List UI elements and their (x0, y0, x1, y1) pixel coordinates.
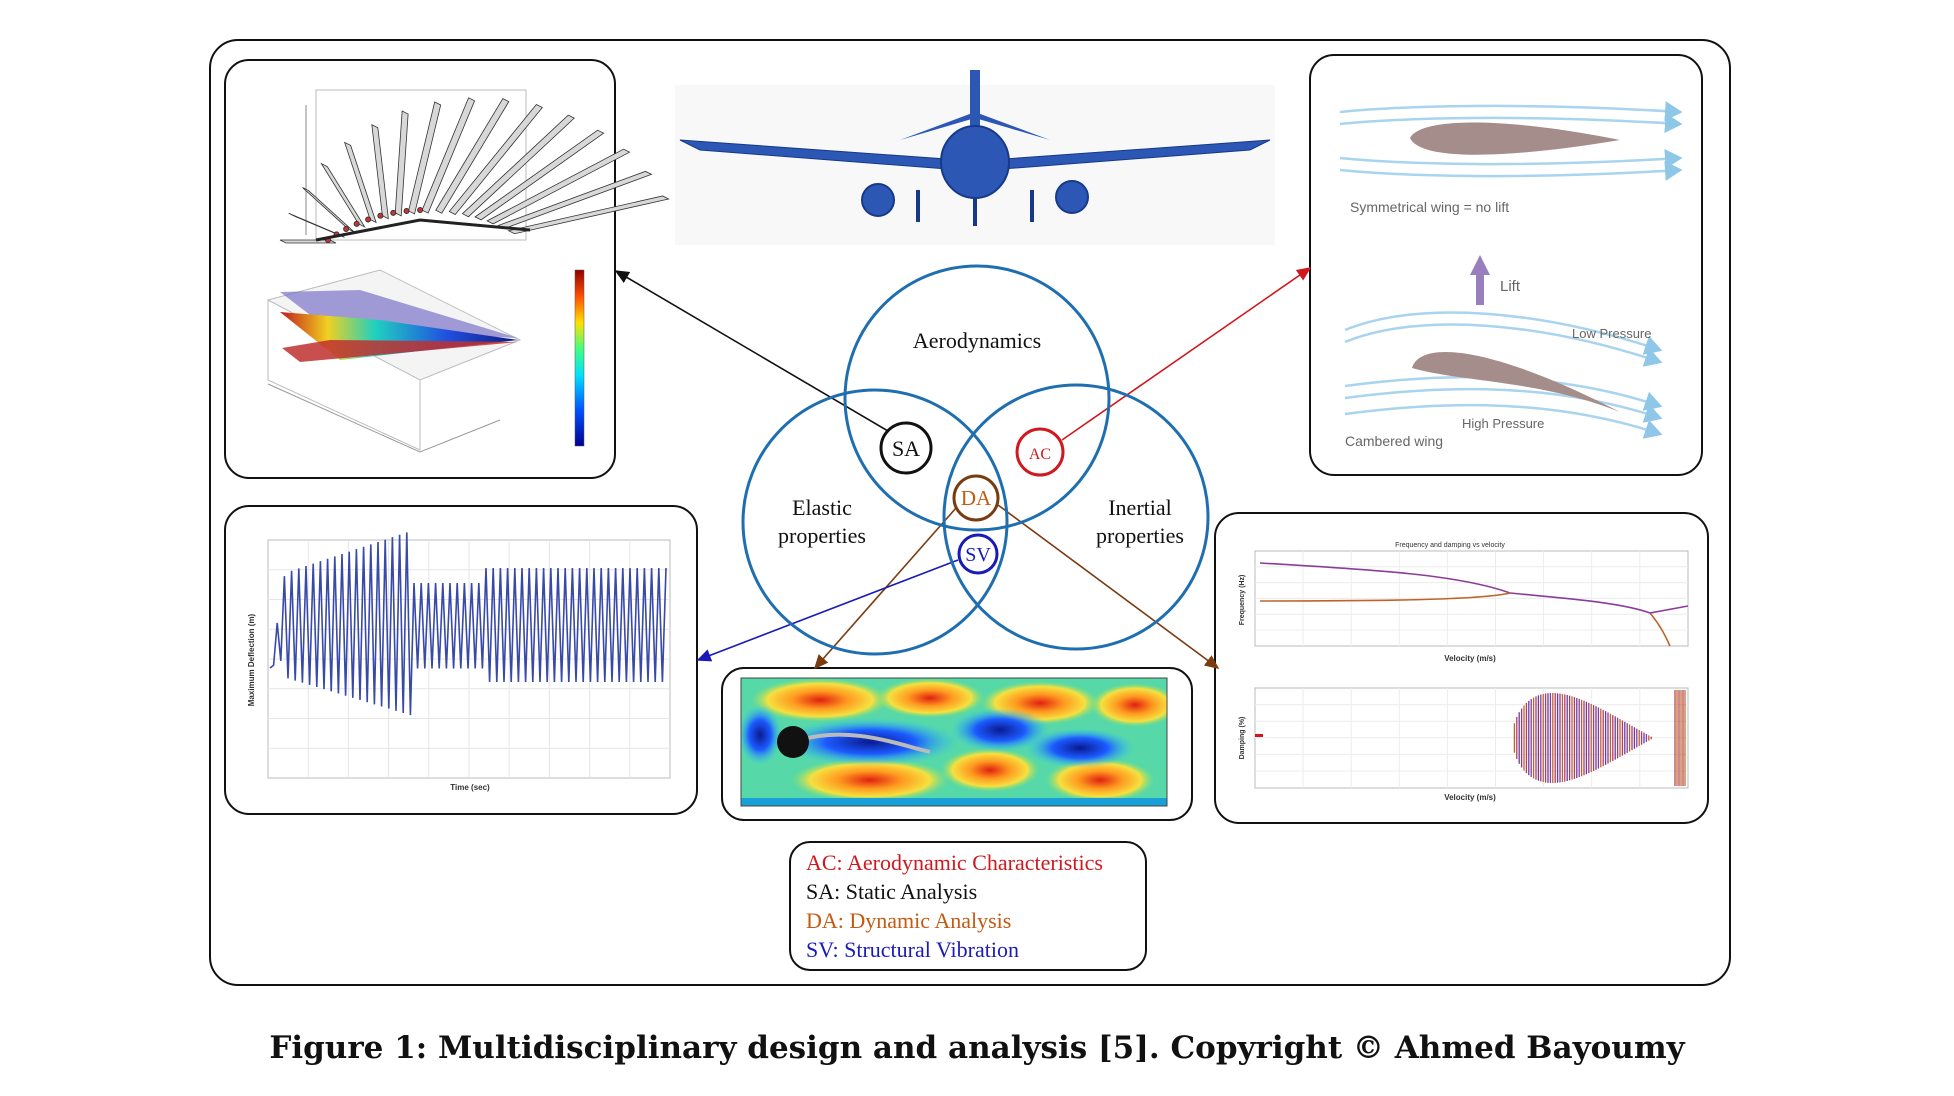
freq-y-label: Frequency (Hz) (1239, 575, 1246, 626)
lift-label: Lift (1500, 278, 1521, 295)
inertial-label-line2: properties (1096, 523, 1184, 548)
static-analysis-panel (224, 59, 670, 479)
elastic-label-line2: properties (778, 523, 866, 548)
outer-frame (209, 39, 1731, 986)
symmetrical-wing-label: Symmetrical wing = no lift (1350, 199, 1509, 215)
legend-item-da: DA: Dynamic Analysis (806, 908, 1011, 933)
sa-label: SA (892, 436, 920, 461)
aerodynamics-label: Aerodynamics (913, 328, 1041, 353)
structural-vibration-panel: Time (sec) Maximum Deflection (m) (224, 505, 698, 815)
arrow-sa-to-static (614, 270, 894, 435)
aerodynamic-characteristics-panel: Symmetrical wing = no lift Lift Low Pres… (1309, 54, 1703, 476)
time-axis-label: Time (sec) (450, 783, 490, 792)
aerodynamics-circle (843, 264, 1111, 532)
inertial-circle (942, 383, 1210, 651)
ac-label: AC (1029, 446, 1051, 463)
elastic-circle (741, 388, 1009, 656)
lift-arrow-icon (1470, 255, 1490, 275)
frequency-damping-panel: Frequency and damping vs velocity Veloci… (1214, 512, 1709, 824)
legend-item-ac: AC: Aerodynamic Characteristics (806, 850, 1103, 875)
figure-caption: Figure 1: Multidisciplinary design and a… (269, 1030, 1685, 1066)
deflection-surface-plot (266, 269, 585, 453)
low-pressure-label: Low Pressure (1572, 326, 1651, 341)
da-label: DA (961, 486, 992, 510)
freq-x-label: Velocity (m/s) (1444, 654, 1496, 663)
damp-x-label: Velocity (m/s) (1444, 793, 1496, 802)
arrow-sv-to-deflection (696, 559, 959, 662)
ac-node (1015, 427, 1065, 477)
freq-plot-title: Frequency and damping vs velocity (1395, 542, 1505, 549)
inertial-label-line1: Inertial (1108, 495, 1172, 520)
sv-label: SV (965, 544, 991, 566)
sa-node (879, 421, 933, 475)
wing-curl-plot (279, 89, 670, 244)
sv-node (957, 533, 999, 575)
venn-diagram: Aerodynamics Elastic properties Inertial… (741, 264, 1210, 656)
high-pressure-label: High Pressure (1462, 416, 1544, 431)
elastic-label-line1: Elastic (792, 495, 852, 520)
damp-y-label: Damping (%) (1239, 717, 1246, 760)
deflection-axis-label: Maximum Deflection (m) (247, 613, 256, 706)
da-node (952, 474, 1000, 522)
dynamic-analysis-cfd-panel (721, 667, 1193, 821)
legend-item-sv: SV: Structural Vibration (806, 937, 1019, 962)
legend-item-sa: SA: Static Analysis (806, 879, 977, 904)
arrow-ac-to-airfoil (1061, 267, 1312, 441)
cambered-wing-label: Cambered wing (1345, 433, 1443, 449)
arrow-da-to-frequency (997, 504, 1220, 669)
airplane-illustration (675, 70, 1275, 245)
